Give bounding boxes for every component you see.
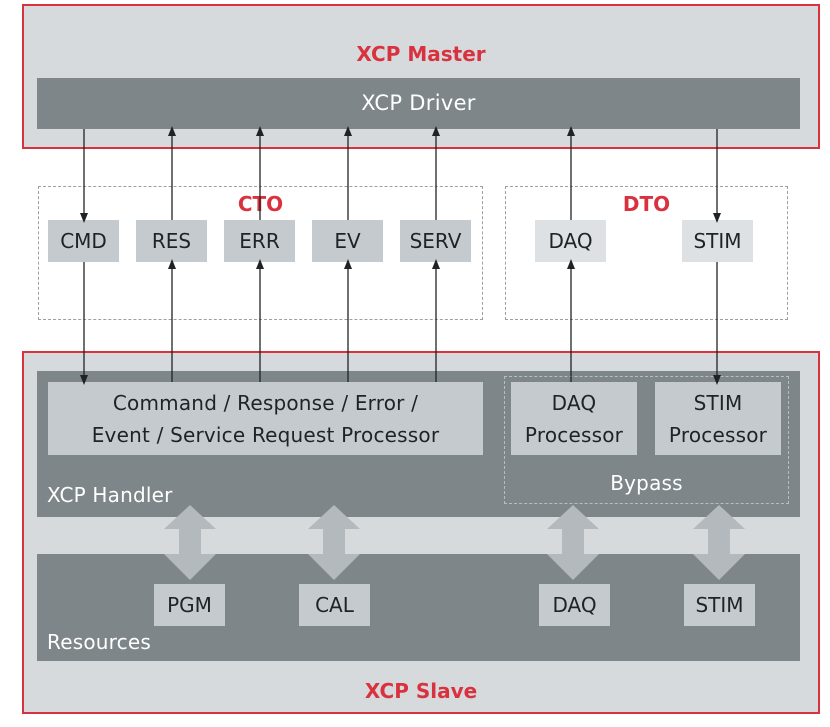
double-arrow-cal	[308, 505, 360, 580]
command-response-processor: Command / Response / Error / Event / Ser…	[48, 382, 483, 455]
cto-packet-err: ERR	[224, 220, 295, 262]
xcp-handler-label: XCP Handler	[47, 483, 173, 507]
resource-pgm: PGM	[154, 584, 225, 626]
bypass-group: Bypass	[504, 376, 789, 504]
resource-cal: CAL	[299, 584, 370, 626]
dto-title: DTO	[622, 192, 671, 216]
cto-packet-cmd: CMD	[48, 220, 119, 262]
xcp-slave-title: XCP Slave	[364, 679, 478, 703]
daq-processor-line-1: DAQ	[551, 390, 597, 415]
resources-label: Resources	[47, 630, 151, 654]
daq-processor-line-2: Processor	[524, 422, 624, 447]
resource-stim: STIM	[684, 584, 755, 626]
stim-processor-line-1: STIM	[693, 390, 743, 415]
cto-packet-ev: EV	[312, 220, 383, 262]
double-arrow-stim	[693, 505, 745, 580]
processor-line-2: Event / Service Request Processor	[91, 422, 440, 447]
stim-processor-line-2: Processor	[668, 422, 768, 447]
resource-daq: DAQ	[539, 584, 610, 626]
cto-packet-res: RES	[136, 220, 207, 262]
dto-packet-stim: STIM	[682, 220, 753, 262]
xcp-master-title: XCP Master	[356, 42, 486, 66]
bypass-label: Bypass	[610, 471, 683, 495]
double-arrow-daq	[547, 505, 599, 580]
dto-packet-daq: DAQ	[535, 220, 606, 262]
dto-group: DTO	[505, 186, 788, 320]
processor-line-1: Command / Response / Error /	[112, 390, 419, 415]
xcp-driver-bar: XCP Driver	[37, 78, 800, 129]
cto-packet-serv: SERV	[400, 220, 471, 262]
daq-processor: DAQ Processor	[511, 382, 637, 455]
double-arrow-pgm	[164, 505, 216, 580]
stim-processor: STIM Processor	[655, 382, 781, 455]
